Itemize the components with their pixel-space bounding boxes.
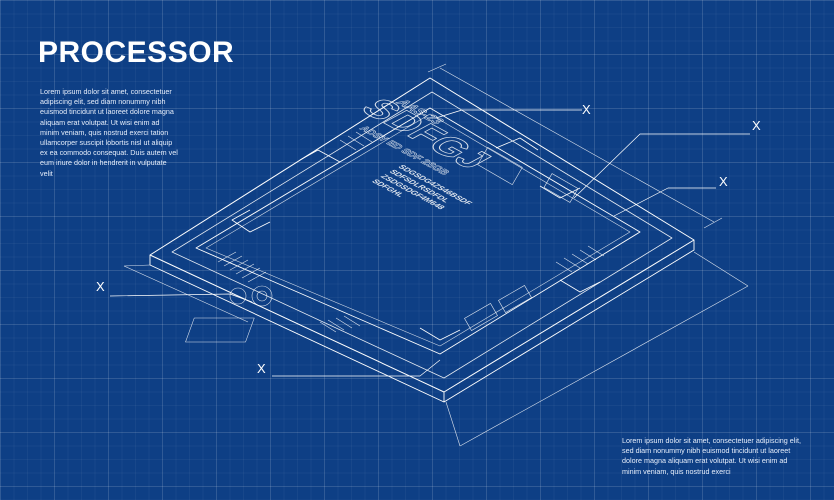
dimension-lines: [123, 63, 749, 447]
substrate-edge: [149, 240, 695, 403]
pad-array-left: [217, 251, 273, 307]
lid-frame: [171, 91, 673, 379]
pad-array-right: [464, 245, 605, 331]
pad-array-bottom: [185, 315, 361, 343]
pad-array-top: [339, 131, 579, 203]
callout-label: X: [719, 174, 728, 189]
callout-leaders: [109, 109, 750, 377]
callout-label: X: [752, 118, 761, 133]
description-left: Lorem ipsum dolor sit amet, consectetuer…: [40, 87, 178, 178]
page-title: PROCESSOR: [38, 36, 235, 69]
description-right: Lorem ipsum dolor sit amet, consectetuer…: [622, 436, 801, 476]
callout-label: X: [257, 361, 266, 376]
lid-top: [195, 107, 641, 355]
callout-label: X: [96, 279, 105, 294]
callout-label: X: [582, 102, 591, 117]
